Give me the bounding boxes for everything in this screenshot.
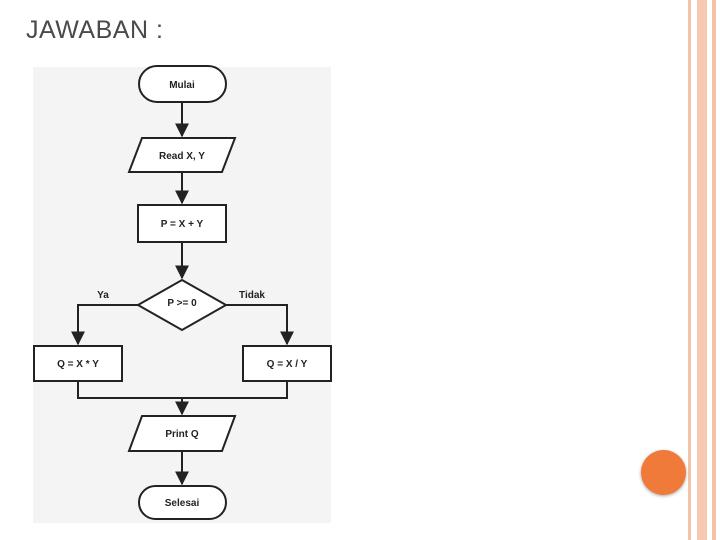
- label-assign: P = X + Y: [161, 219, 204, 230]
- label-false-branch: Q = X / Y: [267, 359, 308, 370]
- connectors: [71, 103, 294, 486]
- border-stripe-thin: [688, 0, 691, 540]
- node-end-terminator: [138, 485, 227, 520]
- label-start: Mulai: [169, 80, 195, 91]
- node-start-terminator: [138, 65, 227, 103]
- node-decision-diamond: [135, 278, 229, 332]
- slide-title: JAWABAN :: [26, 16, 164, 44]
- node-false-process: [242, 345, 332, 382]
- label-input: Read X, Y: [159, 151, 205, 162]
- edge-decision-no: [226, 304, 294, 346]
- border-stripe-outer: [712, 0, 716, 540]
- node-assign-process: [137, 204, 227, 243]
- label-decision: P >= 0: [167, 298, 197, 309]
- edge-label-no: Tidak: [239, 290, 265, 301]
- label-true-branch: Q = X * Y: [57, 359, 99, 370]
- border-stripe-wide: [697, 0, 707, 540]
- edge-decision-yes: [71, 304, 138, 346]
- node-input-parallelogram: [127, 137, 237, 173]
- label-output: Print Q: [165, 429, 199, 440]
- node-output-parallelogram: [127, 415, 237, 452]
- edge-label-yes: Ya: [97, 290, 109, 301]
- node-true-process: [33, 345, 123, 382]
- label-end: Selesai: [165, 498, 200, 509]
- accent-circle: [641, 450, 686, 495]
